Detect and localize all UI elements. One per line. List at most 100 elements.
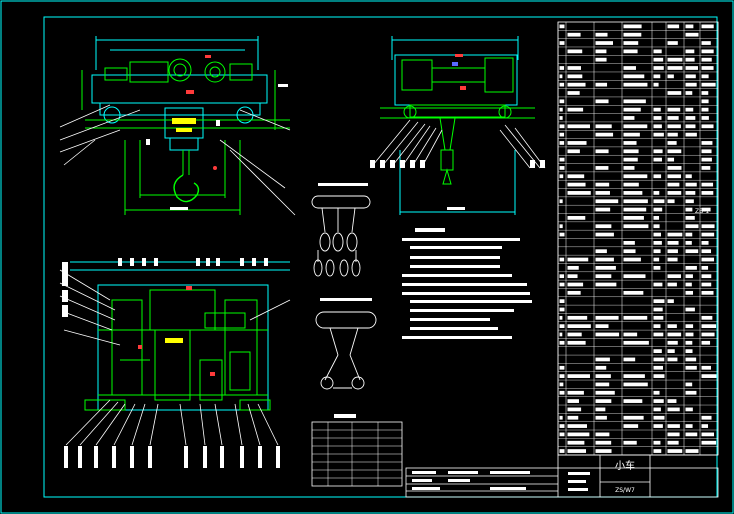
bom-cell-text — [667, 299, 674, 304]
drawing-title: 小车 — [615, 459, 635, 472]
drawing-number: ZS/W7 — [615, 487, 635, 494]
bom-cell-text — [701, 24, 714, 29]
side-tag: ZB-1 — [695, 208, 709, 215]
bom-cell-text — [567, 432, 590, 437]
bom-cell-text — [567, 407, 582, 412]
bom-cell-text — [567, 374, 590, 378]
bom-cell-text — [567, 149, 580, 154]
bom-cell-text — [653, 66, 664, 70]
reeving-diagram-2 — [315, 311, 377, 390]
bom-cell-text — [595, 374, 611, 378]
bom-cell-text — [653, 57, 664, 62]
bom-cell-text — [685, 282, 692, 287]
bom-cell-text — [667, 141, 677, 145]
bom-cell-text — [567, 424, 587, 428]
bom-cell-text — [595, 124, 612, 129]
bom-cell-text — [623, 124, 648, 129]
bom-cell-text — [667, 199, 675, 204]
bom-cell-text — [623, 440, 637, 445]
bom-cell-text — [653, 149, 663, 154]
bom-cell-text — [653, 74, 661, 79]
bom-cell-text — [567, 174, 585, 179]
bom-cell-text — [595, 265, 616, 270]
bom-cell-text — [701, 240, 709, 245]
bom-cell-text — [567, 399, 579, 403]
bom-cell-text — [653, 124, 662, 129]
bom-cell-text — [623, 74, 645, 79]
bom-cell-text — [567, 182, 586, 187]
bom-cell-text — [595, 182, 610, 187]
bom-cell-text — [623, 424, 639, 428]
bom-cell-text — [567, 282, 584, 287]
bom-cell-text — [623, 315, 648, 320]
bom-cell-text — [623, 99, 646, 104]
bom-cell-text — [685, 216, 695, 220]
bom-cell-text — [623, 107, 641, 112]
bom-cell-text — [653, 107, 661, 112]
bom-cell-text — [667, 157, 675, 162]
bom-cell-text — [685, 191, 696, 195]
bom-cell-text — [623, 207, 647, 212]
bom-cell-text — [623, 374, 645, 378]
bom-cell-text — [567, 390, 584, 395]
bom-cell-text — [595, 166, 609, 170]
bom-cell-text — [667, 66, 683, 70]
bom-cell-text — [595, 57, 607, 62]
bom-cell-text — [667, 232, 683, 237]
bom-cell-text — [567, 216, 586, 220]
bom-cell-text — [559, 332, 563, 337]
bom-cell-text — [701, 282, 712, 287]
bom-cell-text — [701, 49, 714, 54]
bom-cell-text — [653, 199, 665, 204]
bom-cell-text — [701, 157, 712, 162]
reeving-diagram-1 — [311, 195, 371, 277]
bom-cell-text — [653, 399, 664, 403]
bom-cell-text — [595, 207, 611, 212]
bom-cell-text — [685, 74, 696, 79]
bom-cell-text — [667, 74, 674, 79]
bom-cell-text — [623, 216, 644, 220]
bom-cell-text — [685, 240, 692, 245]
bom-cell-text — [701, 66, 714, 70]
bom-cell-text — [685, 132, 697, 137]
bom-cell-text — [701, 41, 711, 45]
bom-cell-text — [667, 182, 680, 187]
bom-cell-text — [667, 424, 680, 428]
bom-cell-text — [595, 257, 614, 262]
bom-cell-text — [701, 232, 715, 237]
bom-cell-text — [667, 91, 682, 95]
bom-cell-text — [623, 32, 642, 37]
bom-cell-text — [559, 174, 564, 179]
bom-cell-text — [701, 324, 717, 329]
bom-cell-text — [559, 66, 565, 70]
bom-cell-text — [595, 149, 609, 154]
bom-cell-text — [559, 116, 563, 120]
bom-cell-text — [559, 307, 565, 312]
bom-cell-text — [667, 41, 678, 45]
bom-cell-text — [667, 349, 675, 353]
bom-cell-text — [667, 440, 679, 445]
bom-cell-text — [701, 149, 712, 154]
bom-cell-text — [559, 374, 565, 378]
bom-cell-text — [595, 132, 614, 137]
bom-cell-text — [701, 332, 715, 337]
bom-cell-text — [559, 282, 565, 287]
bom-cell-text — [685, 249, 699, 254]
bom-cell-text — [701, 432, 715, 437]
bom-cell-text — [653, 265, 661, 270]
bom-cell-text — [653, 424, 663, 428]
bom-cell-text — [685, 290, 694, 295]
parameter-table — [311, 414, 403, 487]
bom-cell-text — [559, 82, 565, 87]
bom-cell-text — [701, 274, 712, 279]
bom-cell-text — [653, 449, 662, 453]
bom-cell-text — [595, 232, 614, 237]
bom-cell-text — [595, 249, 607, 254]
bom-cell-text — [567, 91, 580, 95]
bom-cell-text — [685, 199, 694, 204]
title-block — [405, 454, 719, 498]
bom-cell-text — [623, 49, 638, 54]
bom-cell-text — [701, 99, 709, 104]
bom-cell-text — [653, 390, 660, 395]
